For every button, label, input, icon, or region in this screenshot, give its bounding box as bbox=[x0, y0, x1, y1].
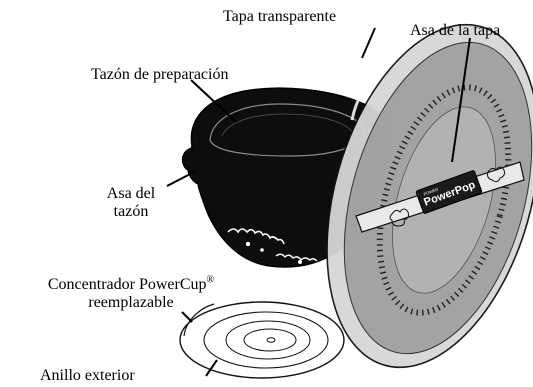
label-powercup: Concentrador PowerCup® reemplazable bbox=[18, 274, 244, 312]
lid-leader bbox=[361, 27, 376, 59]
lid-handle-leader bbox=[451, 37, 471, 163]
logo-small-text: POWER bbox=[423, 187, 439, 197]
label-bowl-handle-line2: tazón bbox=[113, 203, 149, 220]
powercup-leader bbox=[181, 311, 193, 323]
outer-ring-leader bbox=[205, 359, 218, 377]
registered-mark: ® bbox=[206, 274, 215, 286]
transparent-lid: PowerPop POWER bbox=[326, 23, 533, 369]
label-outer-ring: Anillo exterior bbox=[40, 367, 135, 384]
powercup-disc bbox=[179, 301, 345, 379]
label-bowl: Tazón de preparación bbox=[91, 66, 229, 83]
bowl-leader bbox=[190, 79, 237, 123]
bowl-handle-leader bbox=[166, 170, 197, 187]
label-lid: Tapa transparente bbox=[223, 8, 337, 25]
label-powercup-line1: Concentrador PowerCup bbox=[47, 276, 207, 293]
label-bowl-handle: Asa del tazón bbox=[99, 185, 163, 221]
label-powercup-line2: reemplazable bbox=[88, 294, 174, 311]
label-lid-handle: Asa de la tapa bbox=[410, 22, 501, 39]
leader-lines bbox=[166, 27, 471, 377]
label-bowl-handle-line1: Asa del bbox=[106, 185, 156, 202]
